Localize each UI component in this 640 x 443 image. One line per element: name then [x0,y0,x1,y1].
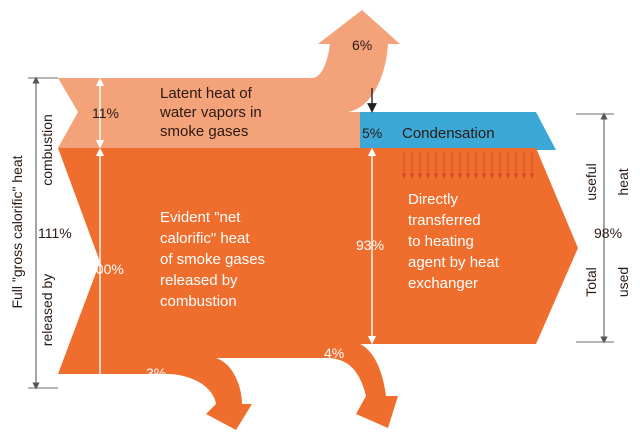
right-axis-label-heat: heat [615,168,631,195]
transfer-text-4: agent by heat [408,254,500,271]
loss-left-pct: 3% [146,365,166,381]
latent-heat-band [58,10,400,148]
transfer-text-2: transferred [408,212,481,229]
evident-text-5: combustion [160,293,237,310]
evident-text-2: calorific" heat [160,230,250,247]
transfer-text-1: Directly [408,191,459,208]
condensation-text: Condensation [402,125,495,142]
transfer-text-3: to heating [408,233,474,250]
latent-pct: 11% [92,105,119,121]
transfer-text-5: exchanger [408,275,478,292]
right-axis-label-useful: useful [583,163,599,200]
left-axis-pct: 111% [38,225,72,241]
right-axis-label-used: used [615,267,631,297]
evident-pct: 100% [88,261,124,277]
condensation-band [360,112,556,150]
evident-text-4: released by [160,272,238,289]
left-axis-label-2: released by [39,274,55,346]
condensation-pct: 5% [362,125,382,141]
right-axis-label-total: Total [583,267,599,297]
left-axis-label-3: combustion [39,114,55,186]
left-axis-label-1: Full "gross calorific" heat [9,155,25,308]
latent-text-1: Latent heat of [160,85,253,102]
latent-text-2: water vapors in [159,104,262,121]
latent-text-3: smoke gases [160,123,248,140]
right-axis-pct: 98% [594,225,622,241]
transfer-pct: 93% [356,237,384,253]
evident-text-3: of smoke gases [160,251,265,268]
evident-text-1: Evident "net [160,209,241,226]
net-calorific-band [58,148,578,430]
condensation-drip-arrows [401,152,535,179]
top-exhaust-pct: 6% [352,37,372,53]
loss-right-pct: 4% [324,345,344,361]
